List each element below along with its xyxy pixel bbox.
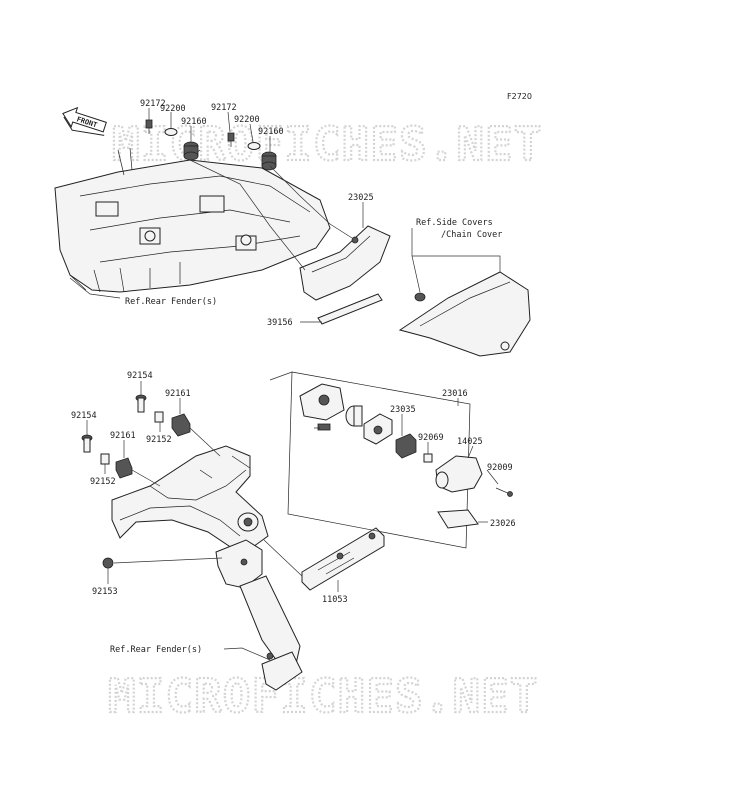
- label-92172-a: 92172: [140, 99, 166, 109]
- watermark-bottom: MICROFICHES.NET: [108, 669, 538, 723]
- leader-lines-bottom-left: [86, 381, 339, 661]
- front-arrow-icon: FRONT: [62, 106, 107, 136]
- label-92172-b: 92172: [211, 103, 237, 113]
- label-92069: 92069: [418, 433, 444, 443]
- label-92160-b: 92160: [258, 127, 284, 137]
- label-92161-b: 92161: [110, 431, 136, 441]
- label-92153: 92153: [92, 587, 118, 597]
- license-bracket-11053-drawing: [301, 527, 385, 591]
- label-ref-rear-fender-bottom: Ref.Rear Fender(s): [110, 645, 202, 655]
- label-39156: 39156: [267, 318, 293, 328]
- label-92200-b: 92200: [234, 115, 260, 125]
- strip-39156-drawing: [317, 293, 383, 325]
- bolt-92154-b-icon: [81, 434, 93, 453]
- collar-92152-a-icon: [154, 411, 164, 423]
- label-92161-a: 92161: [165, 389, 191, 399]
- label-23026: 23026: [490, 519, 516, 529]
- label-92152-a: 92152: [146, 435, 172, 445]
- seat-cowl-drawing: [54, 147, 331, 293]
- socket-23035-drawing: [363, 413, 393, 445]
- bolt-92153-icon: [102, 557, 114, 569]
- bolt-92154-a-icon: [135, 394, 147, 413]
- connector-92069-drawing: [395, 433, 417, 459]
- label-92152-b: 92152: [90, 477, 116, 487]
- label-ref-rear-fender-top: Ref.Rear Fender(s): [125, 297, 217, 307]
- bolt-92172-b-icon: [227, 132, 235, 147]
- cover-23026-drawing: [437, 509, 479, 529]
- lens-14025-drawing: [435, 455, 483, 493]
- label-92009: 92009: [487, 463, 513, 473]
- figure-code: F2720: [507, 92, 532, 101]
- collar-92161-a-icon: [171, 413, 191, 437]
- label-ref-chain-cover: /Chain Cover: [441, 230, 502, 240]
- leader-lines-bottom-right: [401, 398, 499, 523]
- assembly-23016-frame: [287, 371, 471, 549]
- washer-92200-a-icon: [164, 128, 178, 136]
- label-92154-b: 92154: [71, 411, 97, 421]
- screw-92069-icon: [423, 453, 433, 463]
- label-14025: 14025: [457, 437, 483, 447]
- collar-92161-b-icon: [115, 457, 133, 479]
- label-92200-a: 92200: [160, 104, 186, 114]
- damper-92160-b-icon: [261, 151, 277, 171]
- tail-light-23025-drawing: [299, 225, 391, 301]
- collar-92152-b-icon: [100, 453, 110, 465]
- washer-92200-b-icon: [247, 142, 261, 150]
- label-23016: 23016: [442, 389, 468, 399]
- label-23035: 23035: [390, 405, 416, 415]
- side-cover-drawing: [398, 271, 531, 357]
- label-11053: 11053: [322, 595, 348, 605]
- label-ref-side-covers: Ref.Side Covers: [416, 218, 493, 228]
- label-92154-a: 92154: [127, 371, 153, 381]
- lamp-base-drawing: [299, 383, 345, 431]
- screw-92009-icon: [495, 487, 513, 497]
- rear-fender-bracket-drawing: [111, 445, 303, 691]
- label-23025: 23025: [348, 193, 374, 203]
- damper-92160-a-icon: [183, 141, 199, 161]
- bulb-drawing: [345, 405, 363, 427]
- label-92160-a: 92160: [181, 117, 207, 127]
- front-arrow-label: FRONT: [76, 115, 99, 129]
- leader-lines-top: [69, 108, 501, 323]
